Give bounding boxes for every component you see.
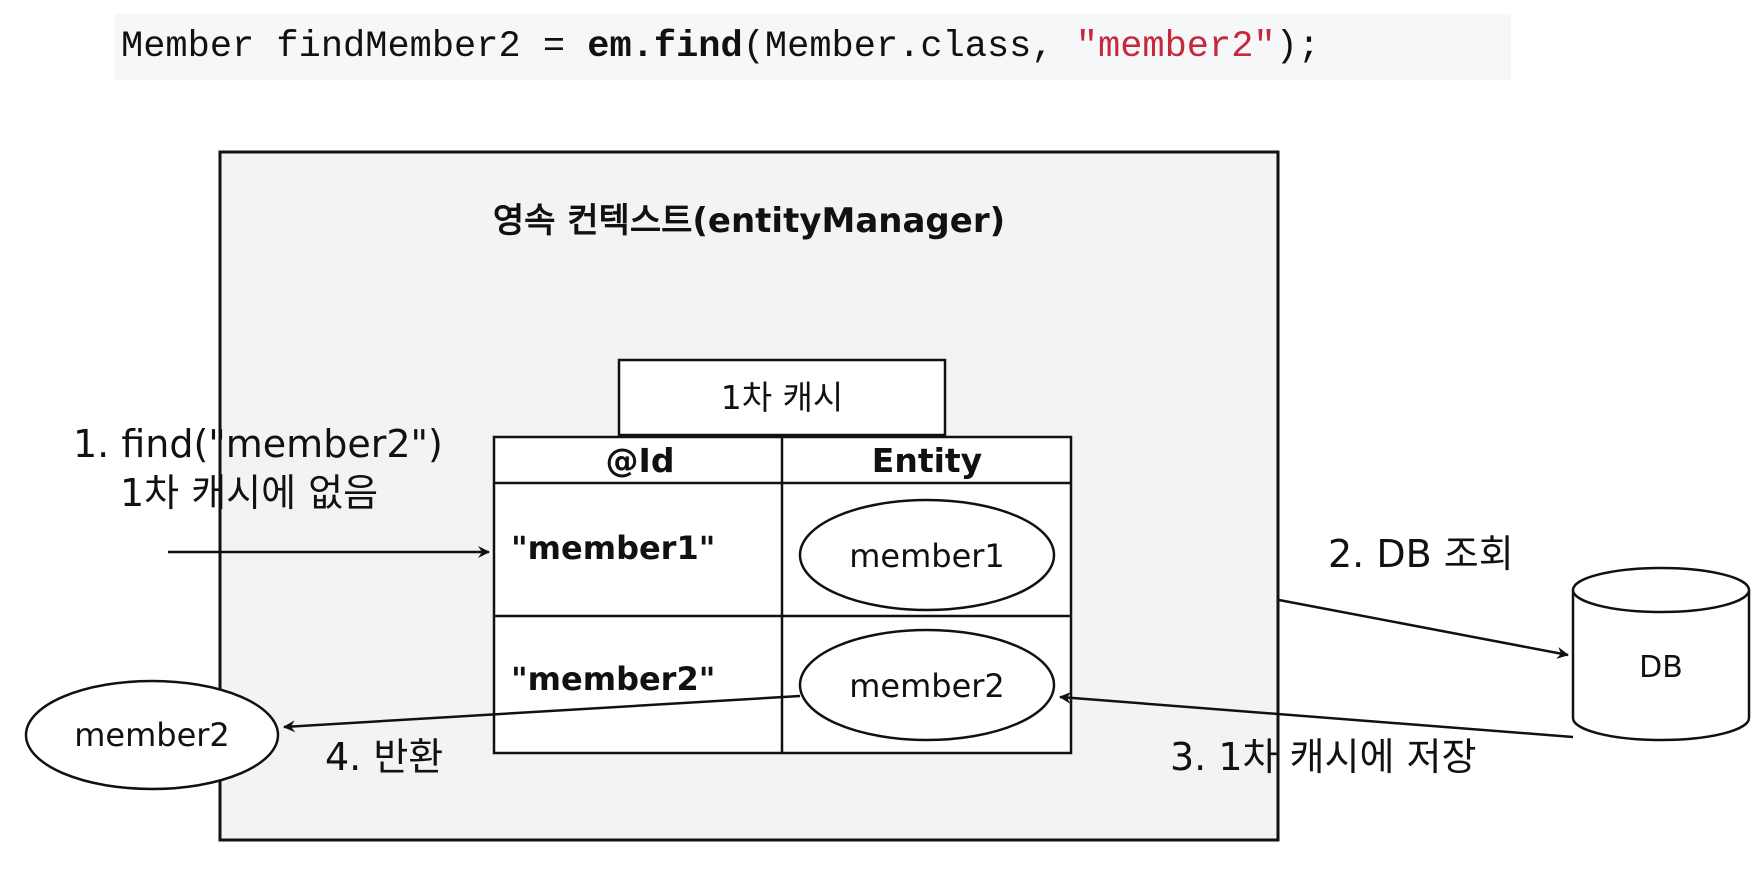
- step1-label-line1: 1. find("member2"): [73, 422, 443, 466]
- returned-member-label: member2: [74, 716, 230, 754]
- arrow-step3-store-cache: [1059, 691, 1574, 739]
- returned-member-ellipse: [24, 679, 280, 791]
- step4-label: 4. 반환: [325, 735, 443, 779]
- column-header-id: @Id: [606, 441, 675, 480]
- column-header-entity: Entity: [872, 441, 982, 480]
- row2-id: "member2": [511, 660, 715, 698]
- database-label: DB: [1639, 650, 1683, 685]
- cache-label-box: [617, 358, 947, 437]
- code-method-call: em.find: [587, 26, 743, 68]
- row1-entity-ellipse: [798, 498, 1056, 612]
- cache-label: 1차 캐시: [721, 378, 844, 417]
- code-arguments: (Member.class,: [742, 26, 1076, 68]
- database-cylinder: [1571, 566, 1751, 742]
- step2-label: 2. DB 조회: [1328, 532, 1514, 576]
- arrow-step4-return: [283, 694, 801, 733]
- code-string-literal: "member2": [1075, 26, 1276, 68]
- step3-label: 3. 1차 캐시에 저장: [1170, 735, 1476, 779]
- code-snippet: Member findMember2 = em.find(Member.clas…: [115, 14, 1511, 80]
- code-terminator: );: [1275, 26, 1321, 68]
- row2-entity-ellipse: [798, 628, 1056, 742]
- persistence-context-title: 영속 컨텍스트(entityManager): [493, 201, 1005, 241]
- arrow-step2-db-query: [1278, 598, 1569, 659]
- row2-entity: member2: [849, 667, 1005, 705]
- code-declaration: Member findMember2 =: [121, 26, 588, 68]
- row1-id: "member1": [511, 529, 715, 567]
- step1-label-line2: 1차 캐시에 없음: [120, 471, 378, 515]
- row1-entity: member1: [849, 537, 1005, 575]
